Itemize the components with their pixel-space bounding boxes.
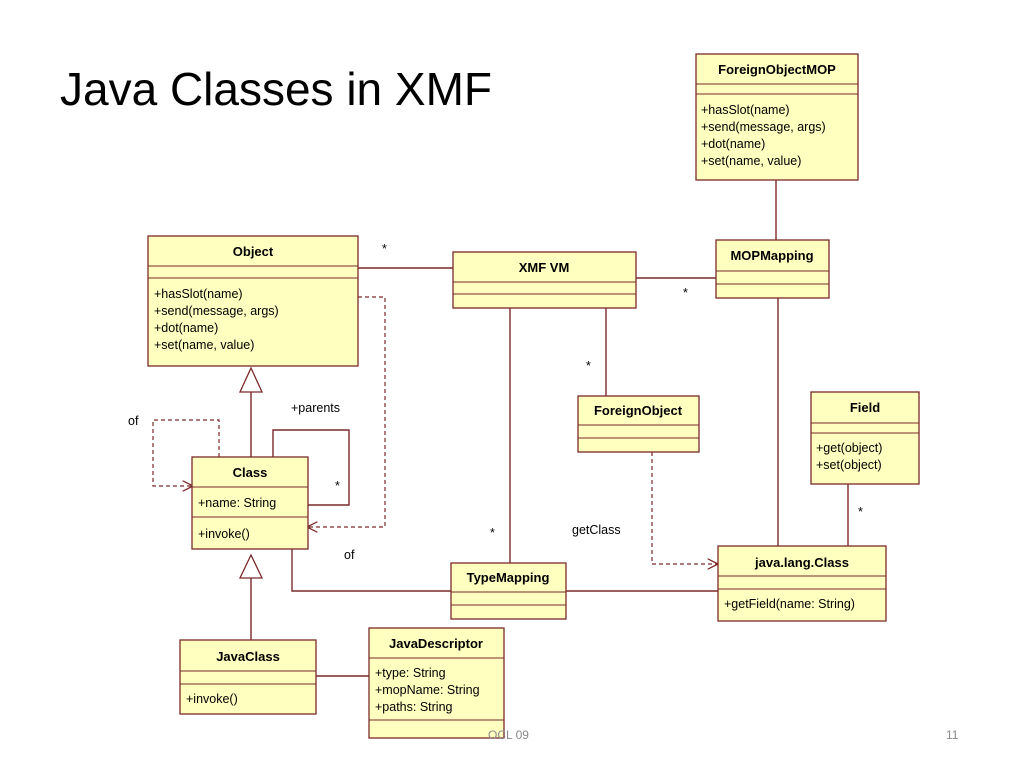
slide-title: Java Classes in XMF xyxy=(60,63,493,115)
class-object-name: Object xyxy=(233,244,274,259)
class-field-name: Field xyxy=(850,400,880,415)
class-java-lang-class: java.lang.Class +getField(name: String) xyxy=(717,545,887,622)
class-java-class-name: JavaClass xyxy=(216,649,280,664)
class-field: Field +get(object) +set(object) xyxy=(810,391,920,485)
class-java-descriptor-name: JavaDescriptor xyxy=(389,636,483,651)
class-java-descriptor: JavaDescriptor +type: String +mopName: S… xyxy=(368,627,505,739)
class-foreign-object-mop: ForeignObjectMOP +hasSlot(name) +send(me… xyxy=(695,53,859,181)
class-mop-mapping: MOPMapping xyxy=(715,239,830,299)
class-field-op: +get(object) xyxy=(816,441,882,455)
class-java-class: JavaClass +invoke() xyxy=(179,639,317,715)
assoc-class-parents xyxy=(272,429,350,506)
class-foreign-object-mop-op: +set(name, value) xyxy=(701,154,801,168)
class-type-mapping: TypeMapping xyxy=(450,562,567,620)
multiplicity-star: * xyxy=(683,286,688,300)
class-java-descriptor-attr: +mopName: String xyxy=(375,683,480,697)
class-foreign-object-mop-name: ForeignObjectMOP xyxy=(718,62,836,77)
class-java-lang-class-name: java.lang.Class xyxy=(754,555,849,570)
label-of-left: of xyxy=(128,414,139,428)
multiplicity-star: * xyxy=(586,359,591,373)
class-java-descriptor-attr: +paths: String xyxy=(375,700,453,714)
class-mop-mapping-name: MOPMapping xyxy=(730,248,813,263)
class-foreign-object: ForeignObject xyxy=(577,395,700,453)
class-foreign-object-mop-op: +dot(name) xyxy=(701,137,765,151)
multiplicity-star: * xyxy=(335,479,340,493)
class-foreign-object-name: ForeignObject xyxy=(594,403,683,418)
label-of-bottom: of xyxy=(344,548,355,562)
class-foreign-object-mop-op: +hasSlot(name) xyxy=(701,103,790,117)
class-object-op: +send(message, args) xyxy=(154,304,279,318)
class-class: Class +name: String +invoke() xyxy=(191,456,309,550)
generalization-javaclass-class-arrow xyxy=(238,553,264,579)
class-class-name: Class xyxy=(233,465,268,480)
assoc-class-typemapping xyxy=(291,549,451,592)
dependency-class-of-self xyxy=(152,419,220,486)
label-parents: +parents xyxy=(291,401,340,415)
page-number: 11 xyxy=(946,728,959,742)
class-object-op: +dot(name) xyxy=(154,321,218,335)
class-java-class-op: +invoke() xyxy=(186,692,238,706)
class-class-op: +invoke() xyxy=(198,527,250,541)
label-get-class: getClass xyxy=(572,523,621,537)
class-object-op: +hasSlot(name) xyxy=(154,287,243,301)
multiplicity-star: * xyxy=(490,526,495,540)
generalization-class-object-arrow xyxy=(238,366,264,393)
class-field-op: +set(object) xyxy=(816,458,882,472)
class-object-op: +set(name, value) xyxy=(154,338,254,352)
class-xmf-vm: XMF VM xyxy=(452,251,637,309)
dependency-foreignobject-getclass xyxy=(651,452,717,564)
multiplicity-star: * xyxy=(382,242,387,256)
footer-text: OCL 09 xyxy=(488,728,529,742)
class-class-attr: +name: String xyxy=(198,496,276,510)
class-xmf-vm-name: XMF VM xyxy=(519,260,570,275)
class-java-lang-class-op: +getField(name: String) xyxy=(724,597,855,611)
class-foreign-object-mop-op: +send(message, args) xyxy=(701,120,826,134)
class-type-mapping-name: TypeMapping xyxy=(467,570,550,585)
class-java-descriptor-attr: +type: String xyxy=(375,666,446,680)
class-object: Object +hasSlot(name) +send(message, arg… xyxy=(147,235,359,367)
multiplicity-star: * xyxy=(858,505,863,519)
dependency-object-of-class xyxy=(308,296,386,527)
